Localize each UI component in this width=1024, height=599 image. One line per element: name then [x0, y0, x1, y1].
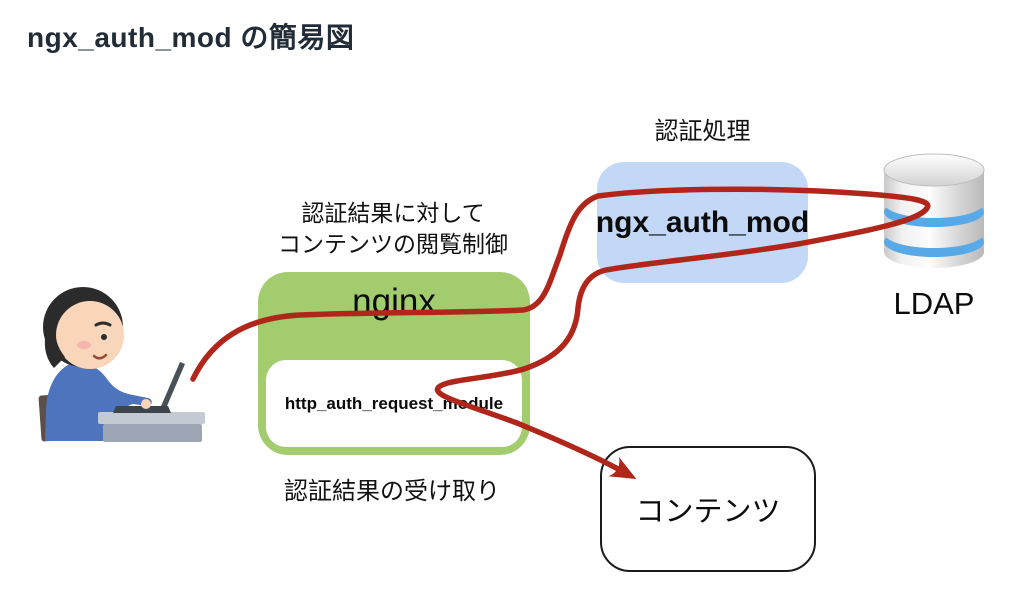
nginx-box: nginx http_auth_request_module	[258, 272, 530, 455]
nginx-caption-top-line2: コンテンツの閲覧制御	[278, 231, 508, 257]
auth-caption: 認証処理	[654, 118, 751, 145]
nginx-caption-top: 認証結果に対して コンテンツの閲覧制御	[238, 198, 548, 260]
database-cylinder-icon	[883, 153, 985, 268]
laptop-keyboard	[113, 406, 171, 413]
page-title: ngx_auth_mod の簡易図	[27, 22, 355, 53]
person-blush	[77, 341, 91, 349]
person-eyebrow	[94, 321, 112, 327]
person-body	[45, 362, 152, 441]
content-label: コンテンツ	[635, 496, 781, 528]
ngx-auth-mod-label: ngx_auth_mod	[595, 205, 810, 239]
cylinder-segment-1	[884, 188, 984, 218]
person-mouth	[92, 353, 108, 360]
person-at-laptop-icon	[38, 287, 205, 442]
nginx-box-label: nginx	[352, 282, 436, 321]
content-box: コンテンツ	[600, 446, 816, 572]
desk-top	[98, 412, 205, 424]
cylinder-lid	[883, 153, 985, 187]
ldap-label: LDAP	[893, 286, 975, 321]
person-eye	[101, 334, 107, 340]
nginx-caption-bottom: 認証結果の受け取り	[284, 478, 500, 505]
http-auth-request-module-label: http_auth_request_module	[284, 393, 504, 413]
person-hair-back	[44, 325, 65, 368]
http-auth-request-module-box: http_auth_request_module	[266, 360, 522, 447]
laptop-screen	[159, 362, 185, 413]
person-face	[56, 301, 124, 369]
desk-front	[103, 424, 202, 442]
person-hand	[141, 399, 151, 409]
nginx-caption-top-line1: 認証結果に対して	[301, 200, 485, 226]
ngx-auth-mod-box: ngx_auth_mod	[595, 162, 810, 283]
